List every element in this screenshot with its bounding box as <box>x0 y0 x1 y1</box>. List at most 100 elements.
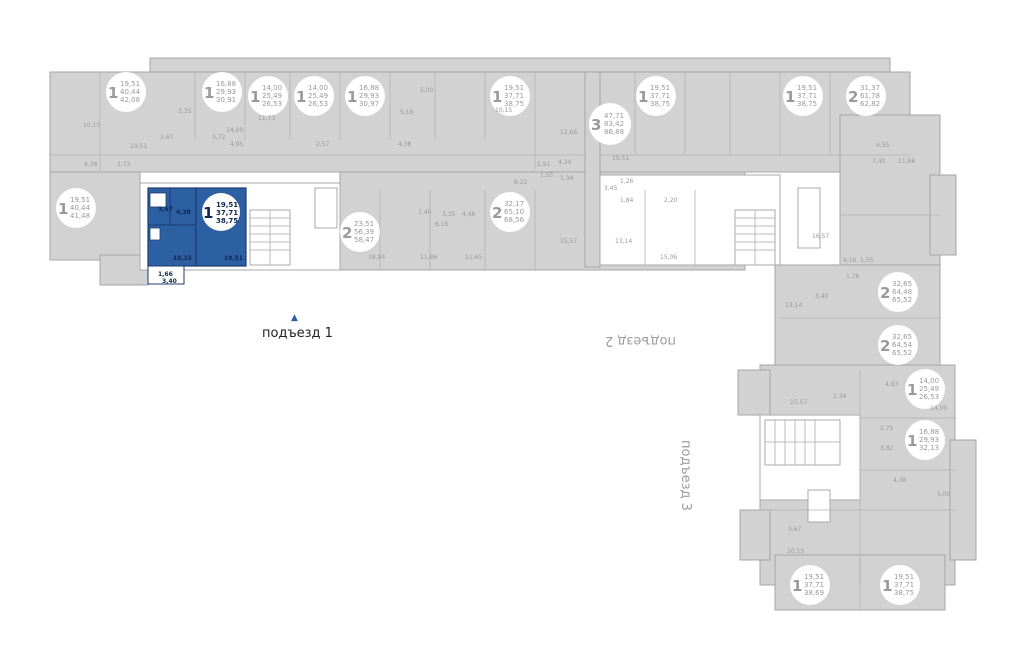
svg-text:11,73: 11,73 <box>258 115 275 122</box>
svg-text:19,51: 19,51 <box>797 84 817 92</box>
svg-text:1: 1 <box>108 84 118 102</box>
svg-text:3,67: 3,67 <box>788 526 802 533</box>
svg-text:68,56: 68,56 <box>504 216 525 224</box>
entrance-3-label: подъезд 3 <box>678 440 693 511</box>
svg-text:5,00: 5,00 <box>937 491 951 498</box>
svg-text:1: 1 <box>296 88 306 106</box>
svg-text:37,71: 37,71 <box>650 92 670 100</box>
svg-text:11,86: 11,86 <box>420 254 437 261</box>
svg-text:5,18: 5,18 <box>400 109 414 116</box>
svg-text:15,57: 15,57 <box>790 399 807 406</box>
svg-text:1,55: 1,55 <box>860 257 874 264</box>
svg-text:32,65: 32,65 <box>892 280 912 288</box>
svg-text:19,51: 19,51 <box>120 80 140 88</box>
svg-text:2,75: 2,75 <box>880 425 894 432</box>
entrance-3[interactable]: подъезд 3 <box>678 440 693 511</box>
svg-text:2,20: 2,20 <box>664 197 678 204</box>
svg-text:3,82: 3,82 <box>880 445 894 452</box>
svg-text:64,54: 64,54 <box>892 341 913 349</box>
svg-text:56,39: 56,39 <box>354 228 374 236</box>
svg-text:19,51: 19,51 <box>804 573 824 581</box>
entrance-1[interactable]: ▲ подъезд 1 <box>262 313 333 341</box>
svg-text:4,93: 4,93 <box>885 381 899 388</box>
svg-text:14,00: 14,00 <box>308 84 328 92</box>
svg-text:64,48: 64,48 <box>892 288 912 296</box>
svg-text:1: 1 <box>882 577 892 595</box>
room-area-labels: 10,15 4,38 2,73 19,51 3,67 3,35 4,95 14,… <box>83 87 951 555</box>
staircase-1 <box>249 209 291 266</box>
svg-text:18,94: 18,94 <box>368 254 385 261</box>
svg-text:40,44: 40,44 <box>120 88 141 96</box>
svg-text:2: 2 <box>492 204 502 222</box>
svg-text:41,48: 41,48 <box>70 212 90 220</box>
svg-text:15,06: 15,06 <box>660 254 677 261</box>
svg-text:7,40: 7,40 <box>418 209 432 216</box>
svg-text:32,13: 32,13 <box>919 444 939 452</box>
svg-text:19,51: 19,51 <box>504 84 524 92</box>
svg-text:1: 1 <box>204 84 214 102</box>
svg-text:42,08: 42,08 <box>120 96 140 104</box>
svg-text:4,95: 4,95 <box>230 141 244 148</box>
selected-badge <box>202 193 240 231</box>
svg-text:19,51: 19,51 <box>70 196 90 204</box>
svg-text:19,51: 19,51 <box>612 155 629 162</box>
selected-rooms-count: 1 <box>203 204 213 222</box>
svg-text:1,84: 1,84 <box>620 197 634 204</box>
svg-text:83,42: 83,42 <box>604 120 624 128</box>
selected-room-balcony-width: 1,66 <box>158 271 173 278</box>
svg-text:2,73: 2,73 <box>117 161 131 168</box>
svg-text:8,16: 8,16 <box>843 257 857 264</box>
entrance-2-label: подъезд 2 <box>605 333 676 348</box>
svg-text:13,14: 13,14 <box>615 238 632 245</box>
selected-room-bath: 3,67 <box>158 206 173 213</box>
entrance-2[interactable]: подъезд 2 <box>605 333 676 348</box>
svg-text:3,40: 3,40 <box>815 293 829 300</box>
svg-text:38,75: 38,75 <box>504 100 524 108</box>
staircase-3 <box>764 419 841 466</box>
svg-text:26,53: 26,53 <box>308 100 328 108</box>
entrance-1-label: подъезд 1 <box>262 326 333 341</box>
svg-text:14,00: 14,00 <box>226 127 243 134</box>
svg-text:19,51: 19,51 <box>894 573 914 581</box>
svg-text:4,46: 4,46 <box>462 211 476 218</box>
svg-text:40,44: 40,44 <box>70 204 91 212</box>
svg-text:5,00: 5,00 <box>420 87 434 94</box>
svg-text:1: 1 <box>638 88 648 106</box>
svg-text:38,75: 38,75 <box>797 100 817 108</box>
building-walls <box>49 57 977 611</box>
svg-text:1,55: 1,55 <box>540 172 554 179</box>
svg-text:1,34: 1,34 <box>833 393 847 400</box>
svg-text:2: 2 <box>848 88 858 106</box>
svg-text:65,52: 65,52 <box>892 349 912 357</box>
svg-text:1,34: 1,34 <box>560 175 574 182</box>
staircase-2 <box>734 209 776 266</box>
svg-text:61,78: 61,78 <box>860 92 880 100</box>
svg-text:29,93: 29,93 <box>216 88 236 96</box>
svg-text:10,15: 10,15 <box>495 107 512 114</box>
selected-apartment[interactable]: 4,38 10,15 19,51 3,67 1,66 3,40 1 19,51 … <box>147 187 247 285</box>
svg-text:14,00: 14,00 <box>919 377 939 385</box>
selected-total-area: 38,75 <box>216 217 238 225</box>
svg-text:2: 2 <box>880 337 890 355</box>
svg-text:1: 1 <box>492 88 502 106</box>
